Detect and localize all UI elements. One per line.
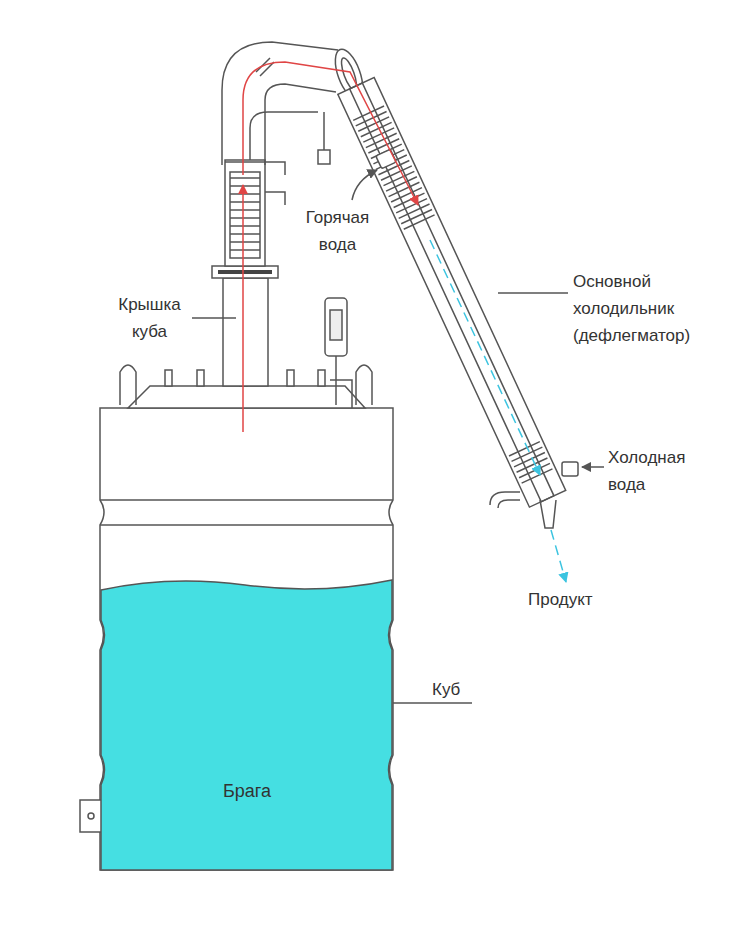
callout-label: Холодная вода <box>608 444 718 498</box>
callout-label: Основной холодильник (дефлегматор) <box>573 268 713 349</box>
liquid-shape <box>100 575 394 872</box>
callout-label: Крышка куба <box>107 291 192 345</box>
liquid-outline <box>101 580 392 870</box>
callout-label: Продукт <box>528 586 638 613</box>
node-text: Брага <box>100 781 394 802</box>
callout-label: Горячая вода <box>300 204 375 258</box>
liquid-fill: Брага <box>100 575 394 872</box>
callout-label: Куб <box>432 676 492 703</box>
